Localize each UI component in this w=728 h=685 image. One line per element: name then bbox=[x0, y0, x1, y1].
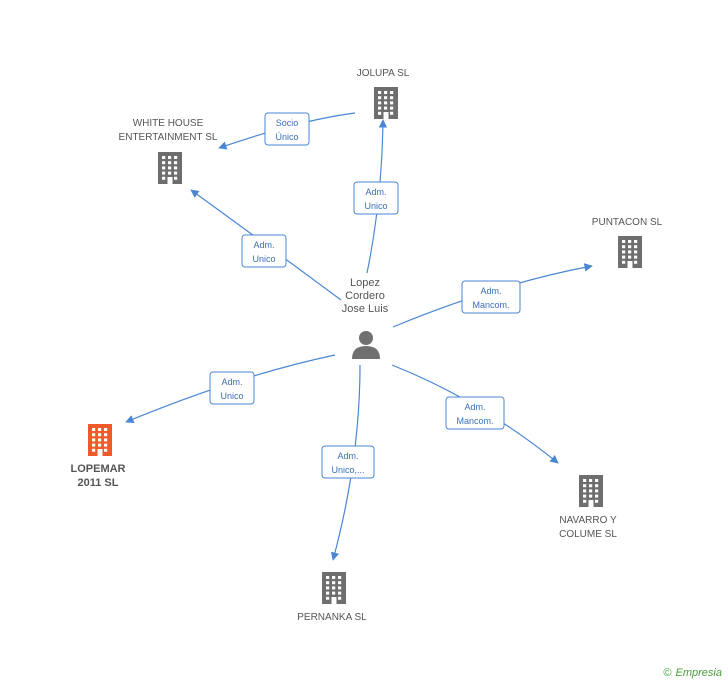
edge-label-text: Único bbox=[275, 132, 298, 142]
node-label: JOLUPA SL bbox=[357, 68, 410, 79]
company-node-jolupa[interactable]: JOLUPA SL bbox=[357, 68, 410, 119]
company-node-lopemar[interactable]: LOPEMAR 2011 SL bbox=[71, 424, 126, 489]
edge-label-text: Unico bbox=[252, 254, 275, 264]
building-icon bbox=[88, 424, 112, 456]
company-node-puntacon[interactable]: PUNTACON SL bbox=[592, 217, 663, 268]
edge-label-center-to-navarro[interactable]: Adm. Mancom. bbox=[445, 396, 505, 430]
building-icon bbox=[374, 87, 398, 119]
edge-label-text: Adm. bbox=[253, 240, 274, 250]
person-icon bbox=[352, 331, 380, 359]
node-label: Jose Luis bbox=[342, 303, 389, 315]
company-node-pernanka[interactable]: PERNANKA SL bbox=[297, 572, 367, 623]
node-label: Cordero bbox=[345, 290, 385, 302]
footer-brand: ©Empresia bbox=[663, 667, 722, 679]
node-label: NAVARRO Y bbox=[559, 515, 617, 526]
edge-label-text: Adm. bbox=[221, 377, 242, 387]
edge-label-text: Adm. bbox=[464, 402, 485, 412]
edge-label-center-to-pernanka[interactable]: Adm. Unico,... bbox=[321, 445, 375, 479]
company-node-whitehouse[interactable]: WHITE HOUSE ENTERTAINMENT SL bbox=[119, 118, 218, 184]
brand-name: Empresia bbox=[675, 667, 722, 679]
edge-label-center-to-lopemar[interactable]: Adm. Unico bbox=[209, 371, 255, 405]
edge-label-text: Socio bbox=[276, 118, 299, 128]
copyright-symbol: © bbox=[663, 667, 672, 679]
edge-label-text: Adm. bbox=[337, 451, 358, 461]
edge-label-text: Unico bbox=[364, 201, 387, 211]
node-label: COLUME SL bbox=[559, 529, 617, 540]
building-icon bbox=[579, 475, 603, 507]
edge-label-text: Adm. bbox=[365, 187, 386, 197]
edge-label-text: Unico bbox=[220, 391, 243, 401]
edge-label-text: Adm. bbox=[480, 286, 501, 296]
building-icon bbox=[322, 572, 346, 604]
edge-label-center-to-whitehouse[interactable]: Adm. Unico bbox=[241, 234, 287, 268]
building-icon bbox=[158, 152, 182, 184]
building-icon bbox=[618, 236, 642, 268]
company-node-navarro[interactable]: NAVARRO Y COLUME SL bbox=[559, 475, 617, 540]
node-label: WHITE HOUSE bbox=[133, 118, 204, 129]
node-label: PERNANKA SL bbox=[297, 612, 367, 623]
edge-label-center-to-puntacon[interactable]: Adm. Mancom. bbox=[461, 280, 521, 314]
edge-label-text: Mancom. bbox=[456, 416, 493, 426]
node-label: PUNTACON SL bbox=[592, 217, 663, 228]
edge-label-text: Mancom. bbox=[472, 300, 509, 310]
edge-label-text: Unico,... bbox=[331, 465, 364, 475]
node-label: 2011 SL bbox=[78, 477, 119, 489]
node-label: Lopez bbox=[350, 277, 380, 289]
node-label: LOPEMAR bbox=[71, 463, 126, 475]
node-label: ENTERTAINMENT SL bbox=[119, 132, 218, 143]
edge-label-center-to-jolupa[interactable]: Adm. Unico bbox=[353, 181, 399, 215]
